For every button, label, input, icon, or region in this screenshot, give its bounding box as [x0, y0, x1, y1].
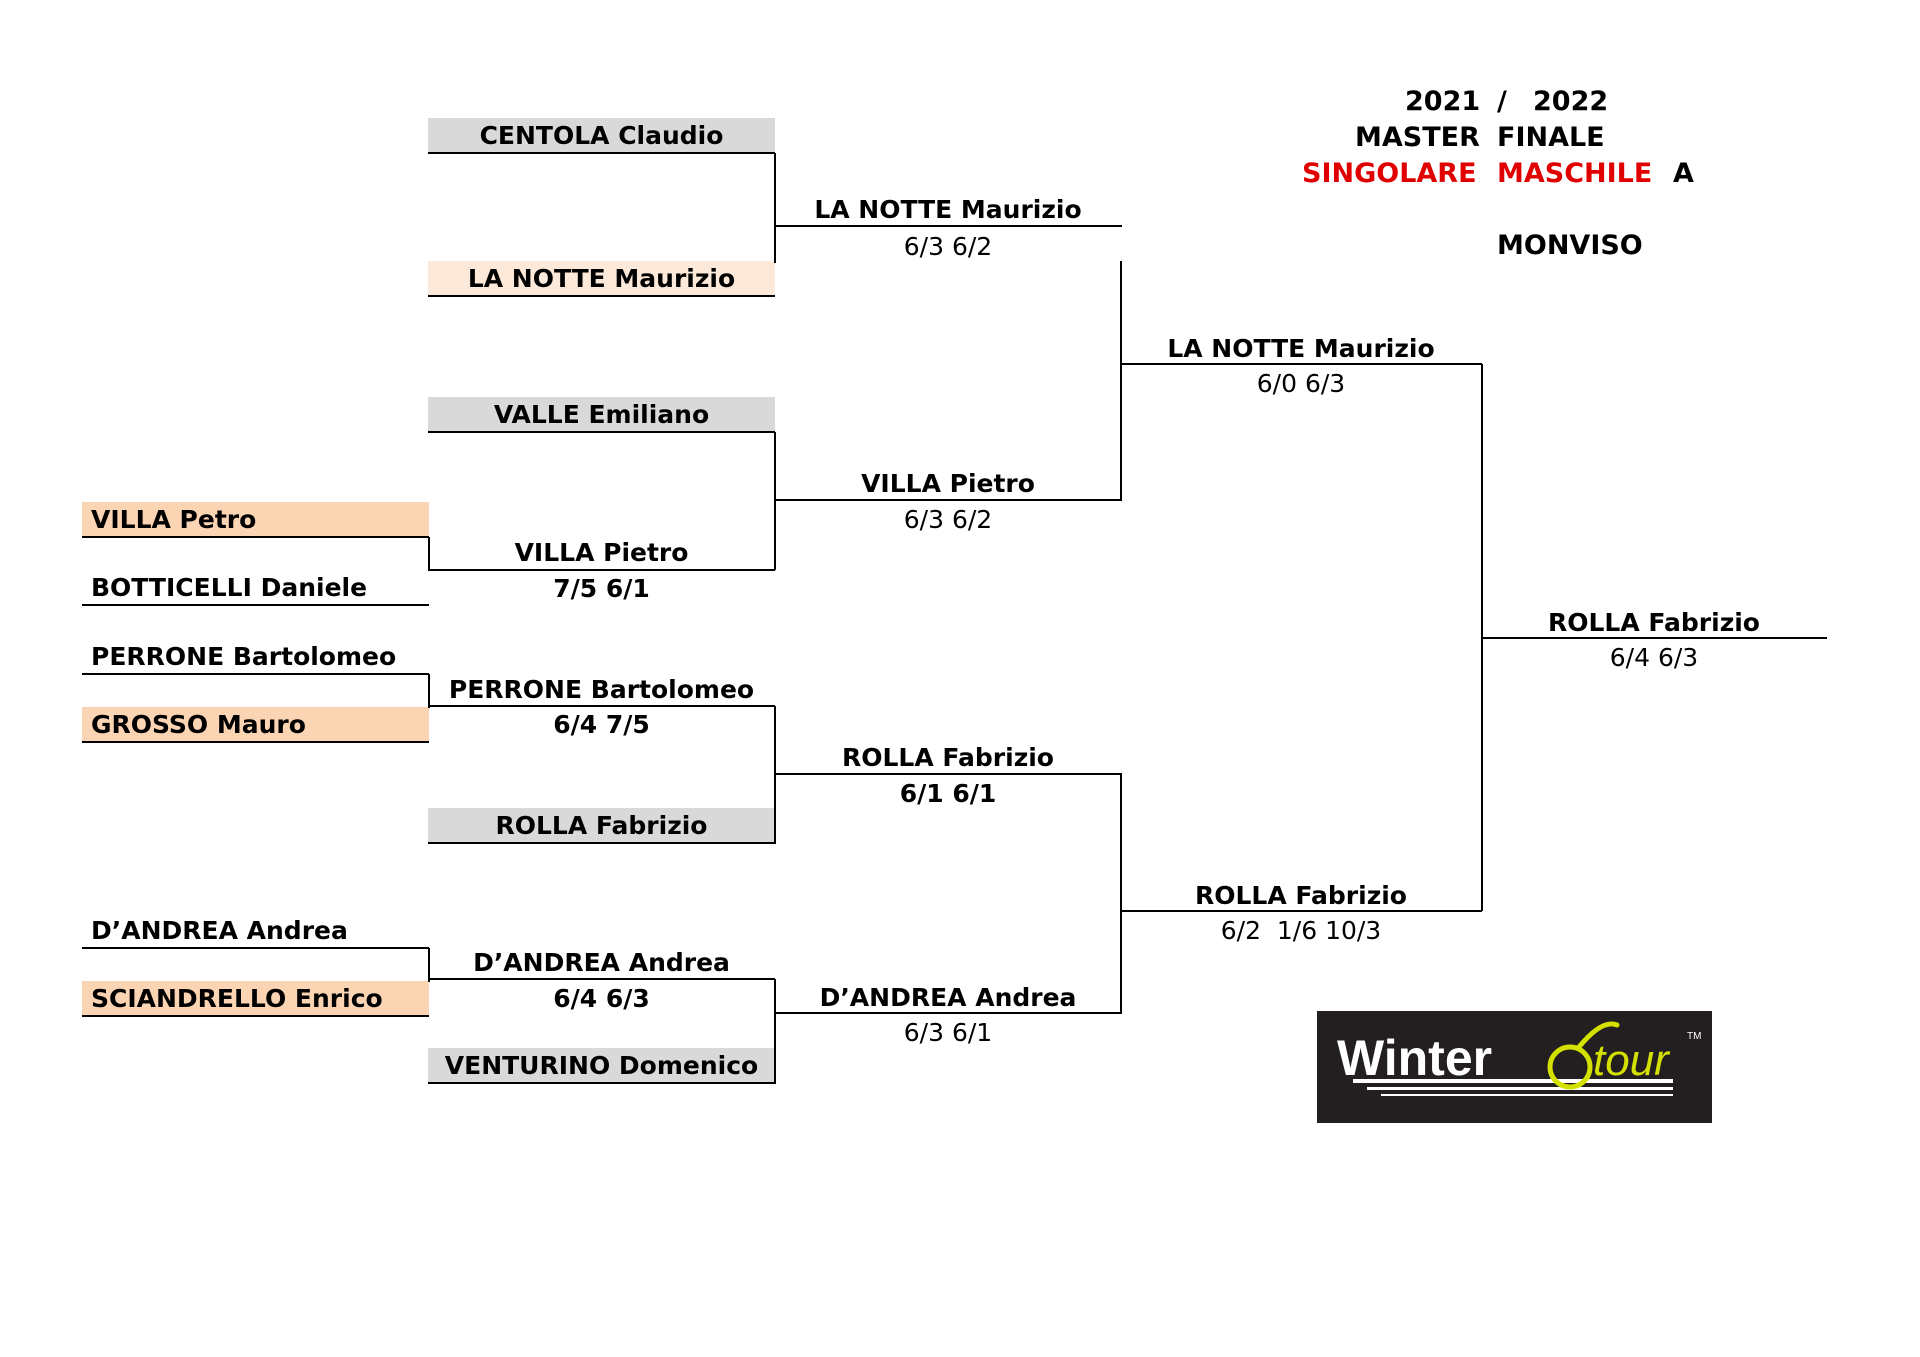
- qf-line-4: [774, 1012, 1122, 1014]
- season-slash: /: [1497, 86, 1507, 117]
- season-end: 2022: [1533, 86, 1609, 117]
- sf2-name: ROLLA Fabrizio: [1195, 881, 1407, 910]
- r1-connector: [428, 674, 430, 708]
- r2-connector: [774, 979, 776, 1084]
- logo-trademark: TM: [1687, 1031, 1701, 1042]
- qf1-score: 6/3 6/2: [903, 232, 993, 261]
- logo-text-winter: Winter: [1337, 1030, 1492, 1086]
- r2-connector: [774, 706, 776, 844]
- sf-line-2: [1120, 910, 1482, 912]
- qf4-score: 6/3 6/1: [903, 1018, 993, 1047]
- qf-connector: [1120, 774, 1122, 1013]
- r1-player-sciandrello: SCIANDRELLO Enrico: [82, 981, 429, 1017]
- r2-winner-villa: VILLA Pietro: [514, 538, 689, 567]
- r1-player-dandrea: D’ANDREA Andrea: [82, 913, 429, 949]
- qf3-score: 6/1 6/1: [899, 779, 997, 808]
- qf-line-3: [774, 773, 1122, 775]
- r1-connector: [428, 948, 430, 982]
- logo-stripe: [1381, 1094, 1673, 1096]
- r2-player-lanotte: LA NOTTE Maurizio: [428, 261, 775, 297]
- qf4-name: D’ANDREA Andrea: [819, 983, 1077, 1012]
- qf2-name: VILLA Pietro: [861, 469, 1035, 498]
- logo-swoosh-icon: [1576, 1021, 1620, 1050]
- r2-line-villa: [428, 569, 775, 571]
- logo-text-tour: tour: [1593, 1036, 1671, 1085]
- r1-player-grosso: GROSSO Mauro: [82, 707, 429, 743]
- sf2-score: 6/2 1/6 10/3: [1220, 916, 1382, 945]
- r1-player-perrone: PERRONE Bartolomeo: [82, 639, 429, 675]
- r2-connector: [774, 432, 776, 570]
- qf-connector: [1120, 261, 1122, 500]
- r2-player-valle: VALLE Emiliano: [428, 397, 775, 433]
- r2-player-centola: CENTOLA Claudio: [428, 118, 775, 154]
- qf2-score: 6/3 6/2: [903, 505, 993, 534]
- r1-player-villa-petro: VILLA Petro: [82, 502, 429, 538]
- r2-line-perrone: [428, 705, 775, 707]
- r2-player-venturino: VENTURINO Domenico: [428, 1048, 775, 1084]
- sf-line-1: [1120, 363, 1482, 365]
- season-start: 2021: [1405, 86, 1481, 117]
- r2-player-rolla: ROLLA Fabrizio: [428, 808, 775, 844]
- group-label: A: [1673, 158, 1694, 189]
- r2-connector: [774, 153, 776, 263]
- qf3-name: ROLLA Fabrizio: [842, 743, 1054, 772]
- final-winner: ROLLA Fabrizio: [1548, 608, 1760, 637]
- final-line: [1481, 637, 1827, 639]
- r2-winner-perrone: PERRONE Bartolomeo: [448, 675, 755, 704]
- category-label: SINGOLARE: [1302, 158, 1477, 189]
- final-score: 6/4 6/3: [1609, 643, 1699, 672]
- r2-line-dandrea: [428, 978, 775, 980]
- event-label: MASTER: [1355, 122, 1480, 153]
- venue-label: MONVISO: [1497, 230, 1643, 261]
- r2-score-villa: 7/5 6/1: [553, 574, 650, 603]
- wintertour-logo-mark: Winter tour TM: [1337, 1021, 1701, 1096]
- r1-connector: [428, 537, 430, 571]
- logo-stripe: [1353, 1079, 1673, 1083]
- sf1-name: LA NOTTE Maurizio: [1167, 334, 1435, 363]
- qf1-name: LA NOTTE Maurizio: [814, 195, 1082, 224]
- logo-ball-icon: [1547, 1044, 1593, 1090]
- r1-player-botticelli: BOTTICELLI Daniele: [82, 570, 429, 606]
- event-label-2: FINALE: [1497, 122, 1605, 153]
- r2-score-perrone: 6/4 7/5: [553, 710, 650, 739]
- wintertour-logo: Winter tour TM: [1317, 1011, 1712, 1123]
- r2-score-dandrea: 6/4 6/3: [553, 984, 650, 1013]
- qf-line-2: [774, 499, 1122, 501]
- qf-line-1: [774, 225, 1122, 227]
- sf1-score: 6/0 6/3: [1256, 369, 1346, 398]
- r2-winner-dandrea: D’ANDREA Andrea: [473, 948, 730, 977]
- category-label-2: MASCHILE: [1497, 158, 1653, 189]
- logo-stripe: [1367, 1087, 1673, 1090]
